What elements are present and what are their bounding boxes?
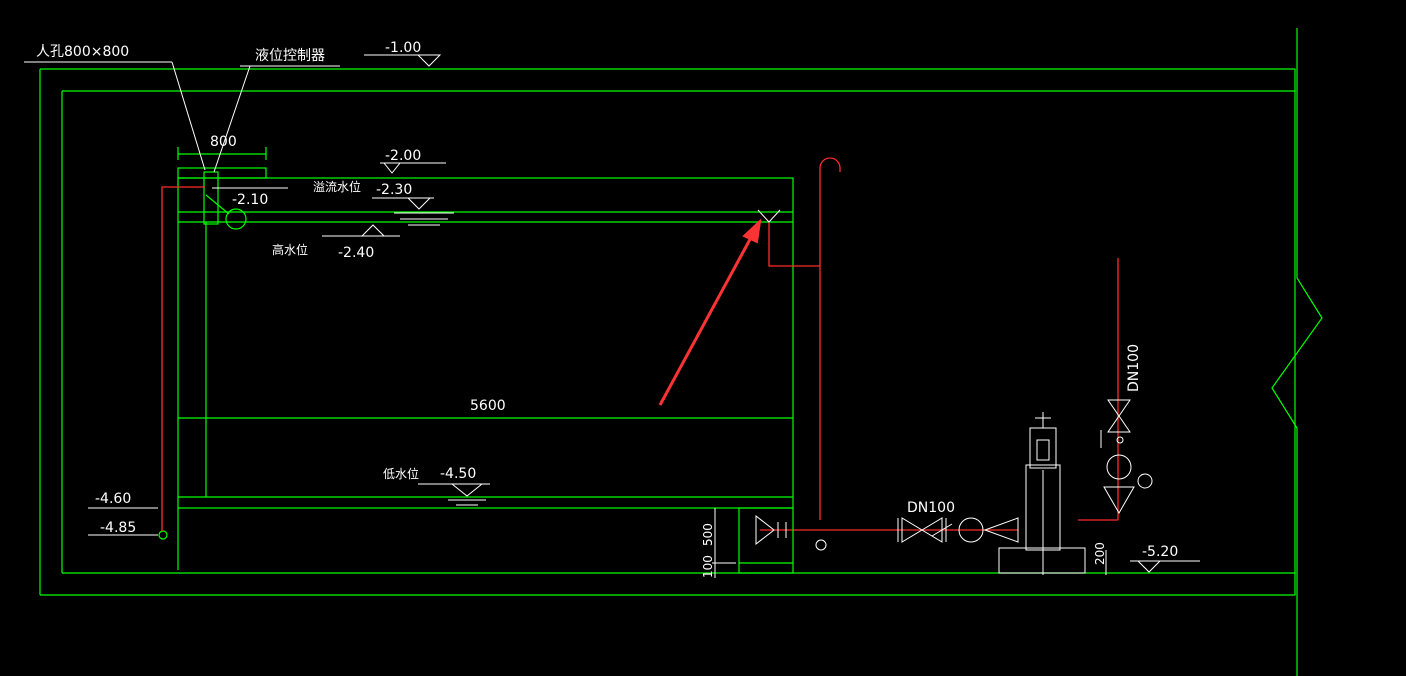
- elev-left-upper-label: -4.60: [95, 491, 131, 507]
- horizontal-valves: DN100: [897, 500, 1019, 543]
- dim-5600-label: 5600: [470, 398, 506, 414]
- elev-controller-label: -2.10: [232, 192, 268, 208]
- check-valve-icon: [958, 517, 984, 543]
- dim-100-label: 100: [701, 555, 715, 578]
- controller-label: 液位控制器: [255, 48, 325, 64]
- elev-low-level-label: -4.50: [440, 466, 476, 482]
- pressure-gauge-icon: [1137, 473, 1153, 489]
- vertical-valves: DN100: [1100, 344, 1153, 515]
- elev-left-lower-label: -4.85: [100, 520, 136, 536]
- elev-top-slab-label: -1.00: [385, 40, 421, 56]
- dimension-800: 800: [177, 134, 267, 160]
- elev-top-slab: -1.00: [364, 40, 442, 67]
- dim-200-label: 200: [1093, 542, 1107, 565]
- suction-sump: 500 100: [701, 507, 827, 578]
- dn100-horizontal-label: DN100: [907, 500, 955, 516]
- elev-overflow-level-label: -2.30: [376, 182, 412, 198]
- overflow-level-text: 溢流水位: [313, 179, 361, 194]
- elev-overflow-top-label: -2.00: [385, 148, 421, 164]
- elev-low-level: 低水位 -4.50: [383, 466, 490, 506]
- elev-pump-floor-label: -5.20: [1142, 544, 1178, 560]
- high-level-text: 高水位: [272, 242, 308, 257]
- dimension-5600: 5600: [470, 398, 506, 414]
- elev-pump-floor: 200 -5.20: [1093, 542, 1200, 575]
- elev-overflow-level: 溢流水位 -2.30: [313, 179, 454, 226]
- overflow-funnel-icon: [757, 209, 781, 223]
- elev-overflow-top: -2.00: [380, 148, 446, 174]
- elev-left: -4.60 -4.85: [88, 491, 168, 540]
- low-level-text: 低水位: [383, 466, 419, 481]
- pipework: [161, 157, 1119, 531]
- water-tank: [177, 167, 794, 570]
- manhole-leader: 人孔800×800: [24, 44, 206, 171]
- controller-leader: 液位控制器: [213, 48, 340, 173]
- vertical-pump-icon: [998, 412, 1086, 575]
- elev-high-level-label: -2.40: [338, 245, 374, 261]
- annotation-arrow: [658, 218, 762, 406]
- dim-800-label: 800: [210, 134, 237, 150]
- dim-500-label: 500: [701, 523, 715, 546]
- elev-high-level: 高水位 -2.40: [272, 224, 400, 261]
- manhole-label: 人孔800×800: [36, 44, 129, 60]
- elev-controller: -2.10: [205, 187, 288, 230]
- dn100-vertical-label: DN100: [1126, 344, 1142, 392]
- room-outline: [39, 28, 1323, 676]
